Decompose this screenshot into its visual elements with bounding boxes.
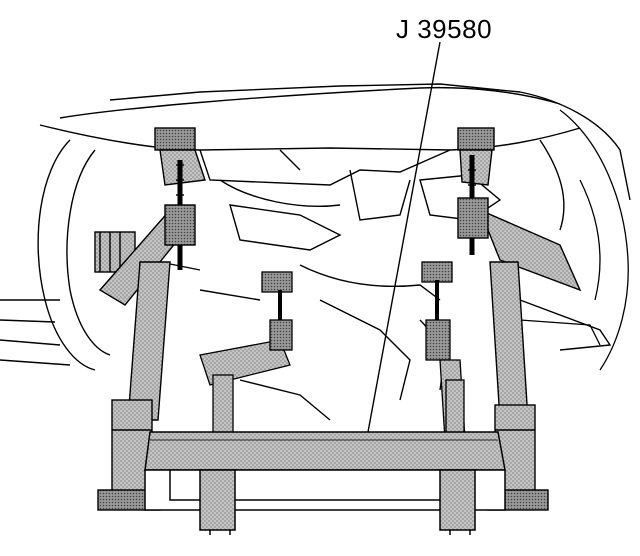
rear-left-support-arm [199, 271, 293, 386]
right-suspension [519, 109, 629, 371]
callout-leader-line [367, 41, 441, 433]
inner-posts [212, 374, 465, 436]
left-wheel [0, 139, 136, 371]
tool-callout-label: J 39580 [396, 14, 493, 44]
front-right-support-arm [457, 127, 582, 292]
front-left-support-arm [98, 127, 206, 306]
cross-beam [144, 431, 506, 535]
